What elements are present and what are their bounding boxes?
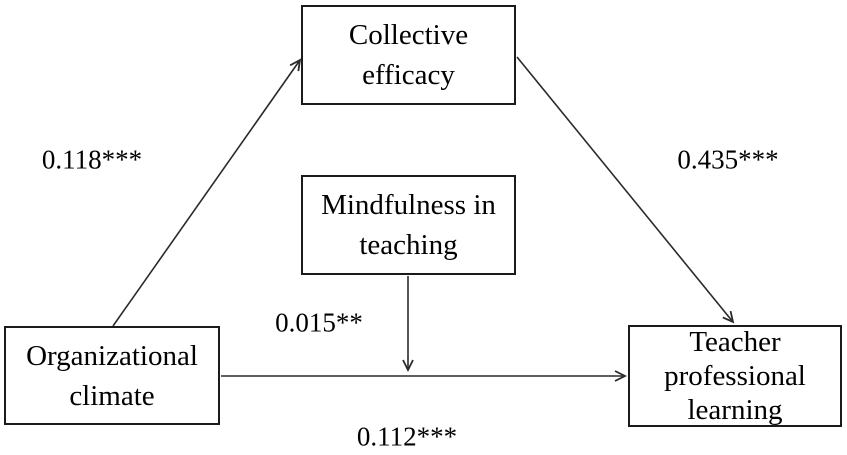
node-organizational-climate: Organizational climate: [4, 326, 220, 425]
coefficient-climate-to-efficacy: 0.118***: [41, 144, 143, 175]
node-organizational-climate-label: Organizational climate: [26, 339, 198, 412]
node-collective-efficacy: Collective efficacy: [301, 5, 516, 105]
arrow-climate-to-efficacy: [112, 60, 300, 327]
node-teacher-professional-learning-label: Teacher professional learning: [664, 326, 806, 426]
node-mindfulness-in-teaching: Mindfulness in teaching: [301, 175, 516, 275]
node-teacher-professional-learning: Teacher professional learning: [628, 325, 842, 427]
coefficient-climate-to-learning: 0.112***: [356, 421, 458, 452]
node-collective-efficacy-label: Collective efficacy: [348, 19, 469, 91]
coefficient-mindfulness-on-path: 0.015**: [275, 307, 363, 338]
coefficient-efficacy-to-learning: 0.435***: [677, 144, 779, 175]
arrow-efficacy-to-learning: [516, 56, 733, 322]
node-mindfulness-in-teaching-label: Mindfulness in teaching: [321, 189, 496, 261]
